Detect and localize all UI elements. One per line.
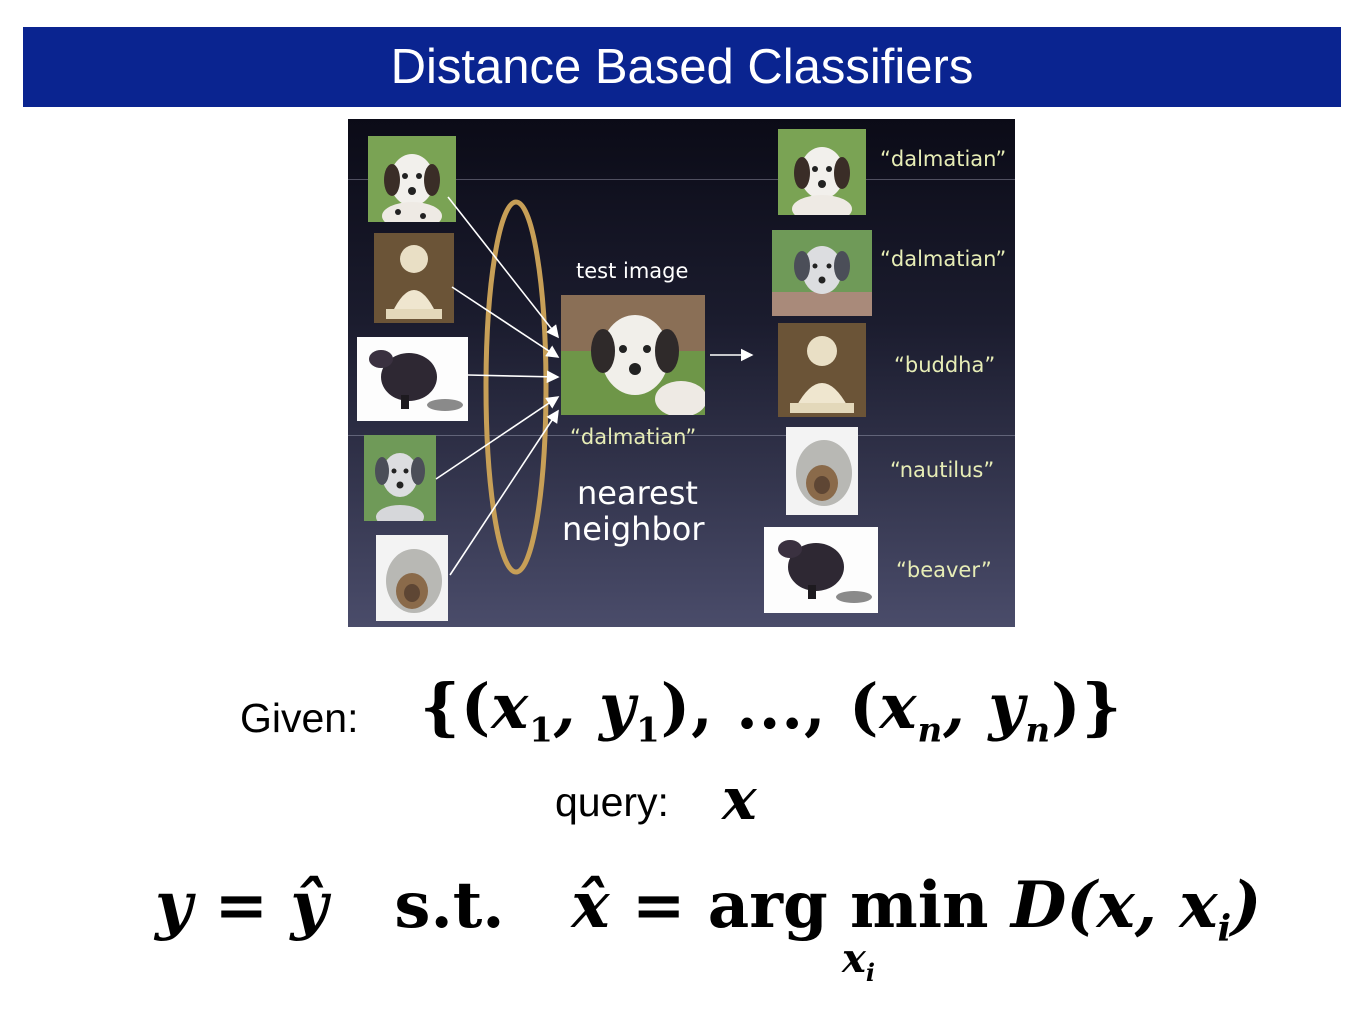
training-set-oval <box>483 199 549 575</box>
method-line-2: neighbor <box>562 510 705 548</box>
result-label: “dalmatian” <box>880 147 1007 171</box>
result-thumb-buddha <box>778 323 866 417</box>
slide-title: Distance Based Classifiers <box>390 40 974 94</box>
query-label: query: <box>555 779 669 825</box>
training-set-formula: {(x1, y1), ..., (xn, yn)} <box>420 670 1123 751</box>
result-label: “beaver” <box>896 558 992 582</box>
test-image-thumb <box>561 295 705 415</box>
given-label: Given: <box>240 695 359 741</box>
method-line-1: nearest <box>577 474 698 512</box>
query-variable: x <box>722 765 757 833</box>
decision-rule-formula: y = ŷ s.t. x̂ = arg min D(x, xi) <box>155 868 1262 950</box>
arrows-layer <box>435 196 754 576</box>
result-label: “dalmatian” <box>880 247 1007 271</box>
divider-line <box>348 435 1015 436</box>
slide-title-bar: Distance Based Classifiers <box>23 27 1341 107</box>
result-label: “nautilus” <box>890 458 995 482</box>
training-thumb-buddha <box>374 233 454 323</box>
result-thumb-beaver <box>764 527 878 613</box>
test-image-class: “dalmatian” <box>570 425 697 449</box>
divider-line <box>348 179 1015 180</box>
nearest-neighbor-figure: test image “dalmatian” nearest neighbor <box>348 119 1015 627</box>
test-image-label: test image <box>576 259 689 283</box>
result-label: “buddha” <box>894 353 996 377</box>
result-thumb-dalmatian-puppy <box>778 129 866 215</box>
result-thumb-dalmatian-dog <box>772 230 872 316</box>
training-thumb-dalmatian-puppy <box>368 136 456 222</box>
training-thumb-dalmatian-dog <box>364 435 436 521</box>
result-thumb-nautilus <box>786 427 858 515</box>
training-thumb-nautilus <box>376 535 448 621</box>
argmin-subscript: xi <box>842 935 875 987</box>
training-thumb-beaver <box>357 337 468 421</box>
method-label: nearest neighbor <box>562 474 705 547</box>
